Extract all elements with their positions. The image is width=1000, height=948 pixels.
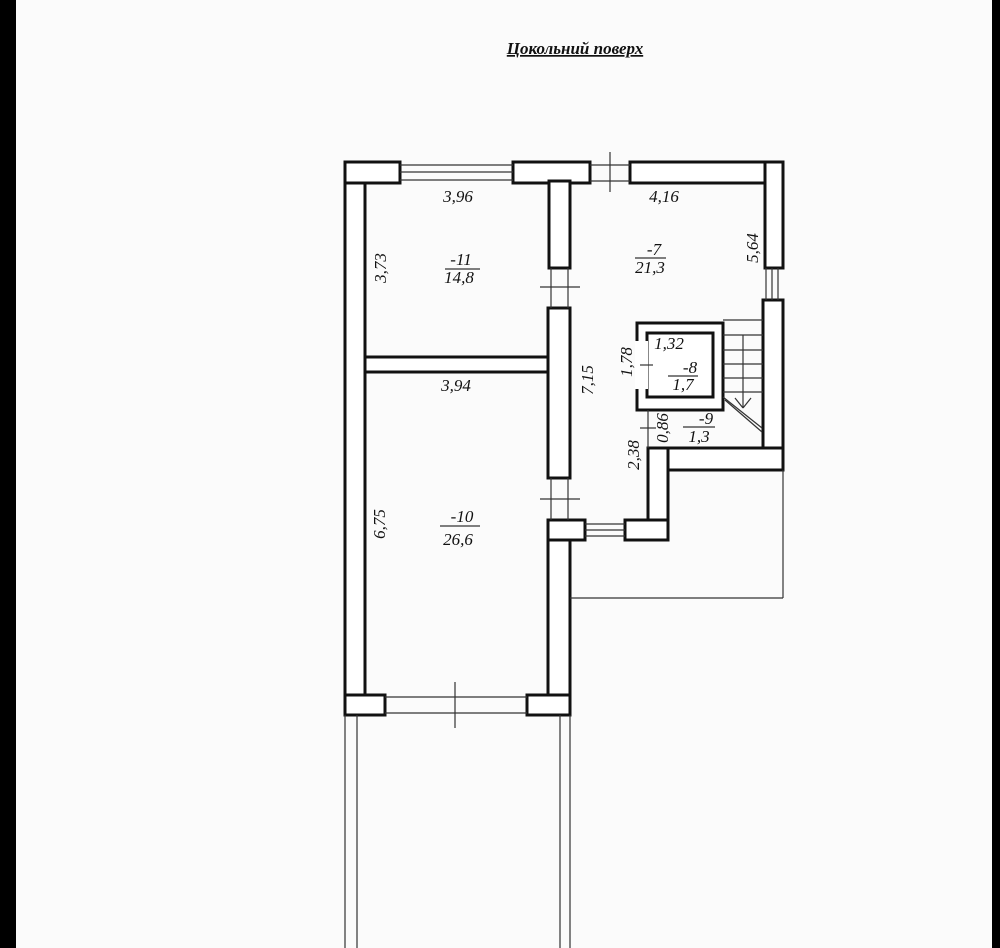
scan-border-left: [0, 0, 16, 948]
svg-text:21,3: 21,3: [635, 258, 665, 277]
dim-room7-width: 4,16: [649, 187, 679, 206]
svg-text:-7: -7: [647, 240, 663, 259]
room-8-label: -8 1,7: [668, 358, 698, 394]
room-10-label: -10 26,6: [440, 507, 480, 549]
svg-text:-9: -9: [699, 409, 714, 428]
dim-step: 2,38: [624, 440, 643, 470]
dim-room7-height: 5,64: [743, 233, 762, 263]
svg-text:26,6: 26,6: [443, 530, 473, 549]
dim-room9-height: 0,86: [653, 413, 672, 443]
dim-room10-height: 6,75: [370, 509, 389, 539]
room-labels: -11 14,8 -7 21,3 -8 1,7 -9 1,3 -10 26,6: [440, 240, 715, 549]
walls: [343, 160, 785, 717]
room-7-label: -7 21,3: [635, 240, 666, 277]
dim-room11-width: 3,96: [442, 187, 473, 206]
room-11-label: -11 14,8: [444, 250, 480, 287]
dimension-labels: 3,96 3,73 4,16 5,64 1,32 1,78 0,86 7,15 …: [370, 187, 762, 539]
scan-border-right: [992, 0, 1000, 948]
windows-doors: [385, 152, 779, 728]
dim-room8-height: 1,78: [617, 347, 636, 377]
dim-corridor: 7,15: [578, 365, 597, 395]
dim-room10-width: 3,94: [440, 376, 471, 395]
svg-text:1,7: 1,7: [672, 375, 695, 394]
plan-title: Цокольний поверх: [506, 39, 644, 58]
room-9-label: -9 1,3: [683, 409, 715, 446]
svg-text:14,8: 14,8: [444, 268, 474, 287]
dim-room11-height: 3,73: [371, 253, 390, 284]
svg-text:-8: -8: [683, 358, 698, 377]
svg-text:-10: -10: [451, 507, 474, 526]
svg-text:1,3: 1,3: [688, 427, 709, 446]
dim-room8-width: 1,32: [654, 334, 684, 353]
stairs: [722, 319, 763, 433]
svg-text:-11: -11: [450, 250, 471, 269]
outside-lines: [344, 470, 784, 948]
